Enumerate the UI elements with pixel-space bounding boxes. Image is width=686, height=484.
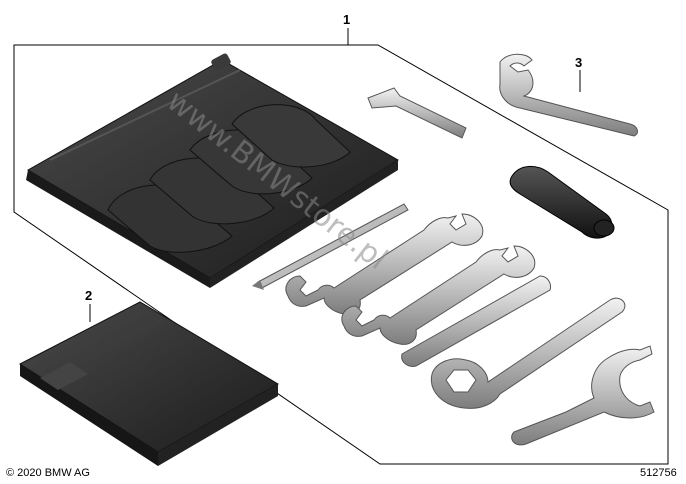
- ring-spanner: [430, 297, 626, 409]
- double-open-end-wrench-2: [341, 245, 536, 345]
- screwdriver-handle: [509, 166, 615, 239]
- assembly-outline: [13, 44, 669, 465]
- callout-1-label: 1: [343, 12, 350, 27]
- extension-bar: [401, 275, 551, 367]
- tool-case-closed: [18, 301, 279, 466]
- copyright-text: © 2020 BMW AG: [6, 467, 90, 479]
- allen-key: [367, 87, 467, 139]
- hook-spanner: [511, 345, 655, 446]
- screwdriver-blade: [252, 203, 409, 290]
- diagram-number: 512756: [640, 467, 677, 479]
- callout-2-label: 2: [85, 288, 92, 303]
- tool-pouch-open: [26, 53, 399, 288]
- callout-3-label: 3: [575, 55, 582, 70]
- double-open-end-wrench-1: [285, 213, 484, 315]
- open-end-wrench-item-3: [499, 53, 638, 137]
